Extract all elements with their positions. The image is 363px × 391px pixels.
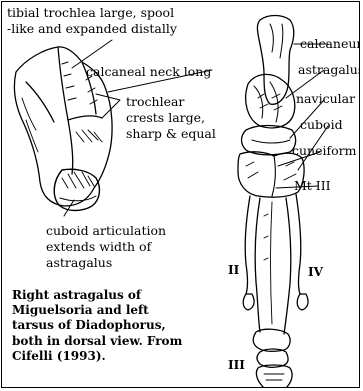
figure-frame: tibial trochlea large, spool -like and e…	[1, 1, 360, 388]
label-trochlear-crests-line2: crests large,	[126, 110, 205, 125]
label-cuboid-articulation-line1: cuboid articulation	[46, 223, 166, 238]
caption-line: Right astragalus of	[12, 288, 162, 303]
label-cuboid: cuboid	[300, 117, 343, 132]
label-tibial-trochlea-line2: -like and expanded distally	[7, 21, 177, 36]
label-navicular: navicular	[296, 91, 355, 106]
label-trochlear-crests-line1: trochlear	[126, 94, 184, 109]
figure-caption: Right astragalus of Miguelsoria and left…	[12, 288, 162, 364]
caption-line: Cifelli (1993).	[12, 349, 162, 364]
label-digit-ii: II	[228, 263, 239, 277]
caption-line: Miguelsoria and left	[12, 303, 162, 318]
label-mt-iii: Mt III	[294, 178, 331, 193]
label-digit-iv: IV	[308, 265, 323, 279]
caption-line: tarsus of Diadophorus,	[12, 318, 162, 333]
label-cuneiform: cuneiform	[292, 143, 356, 158]
label-tibial-trochlea-line1: tibial trochlea large, spool	[7, 5, 174, 20]
label-astragalus: astragalus	[298, 62, 360, 77]
caption-line: both in dorsal view. From	[12, 334, 162, 349]
label-cuboid-articulation-line3: astragalus	[46, 255, 112, 270]
label-calcaneal-neck: calcaneal neck long	[86, 64, 211, 79]
label-cuboid-articulation-line2: extends width of	[46, 239, 151, 254]
label-calcaneum: calcaneum	[300, 36, 360, 51]
label-digit-iii: III	[228, 358, 245, 372]
label-trochlear-crests-line3: sharp & equal	[126, 126, 216, 141]
